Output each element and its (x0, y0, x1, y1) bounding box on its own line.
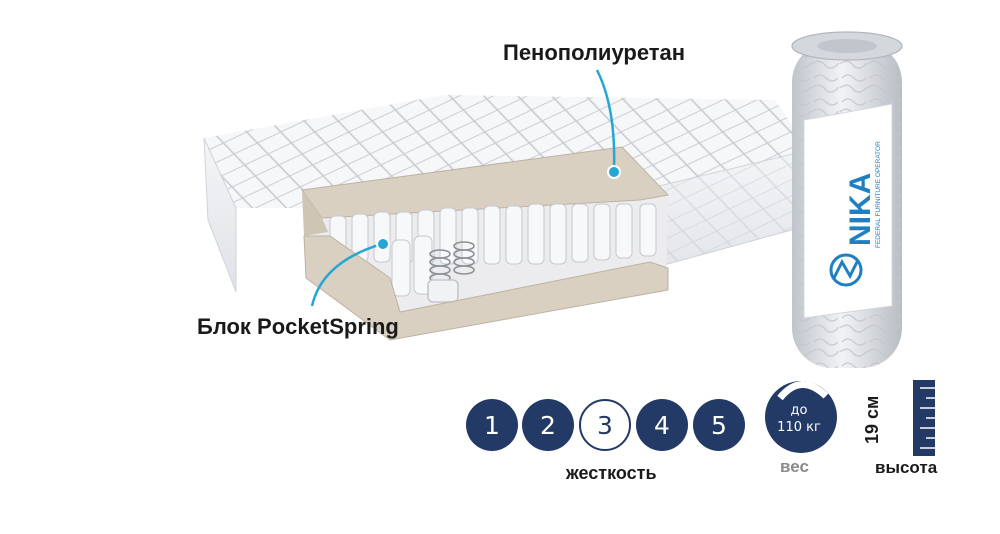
callout-spring (310, 237, 390, 307)
mattress-illustration (203, 95, 811, 341)
foam-layer-bottom (303, 235, 669, 341)
roll-tagline: FEDERAL FURNITURE OPERATOR (875, 141, 882, 248)
weight-line-2: 110 кг (777, 420, 821, 435)
firmness-level-3-selected: 3 (579, 399, 631, 451)
weight-caption: вес (780, 457, 809, 476)
height-caption: высота (875, 458, 938, 477)
rolled-mattress: NIKA FEDERAL FURNITURE OPERATOR (791, 31, 903, 368)
foam-layer-label: Пенополиуретан (503, 40, 686, 65)
weight-icon (765, 381, 837, 453)
spring-block-label: Блок PocketSpring (197, 314, 399, 339)
height-ruler-icon (913, 380, 935, 456)
roll-brand: NIKA (844, 173, 877, 246)
firmness-level-5: 5 (693, 399, 745, 451)
height-value: 19 см (862, 395, 882, 444)
firmness-level-4: 4 (636, 399, 688, 451)
callout-foam (595, 69, 621, 179)
firmness-scale: 1 2 3 4 5 жесткость (466, 399, 766, 489)
mattress-cutaway (301, 146, 670, 341)
firmness-caption: жесткость (566, 463, 657, 483)
coil-springs (427, 241, 475, 303)
weight-value: до 110 кг (767, 402, 831, 436)
weight-line-1: до (790, 403, 808, 418)
firmness-level-2: 2 (522, 399, 574, 451)
firmness-level-1: 1 (466, 399, 518, 451)
nika-logo-icon (829, 253, 863, 287)
roll-label (803, 103, 893, 319)
